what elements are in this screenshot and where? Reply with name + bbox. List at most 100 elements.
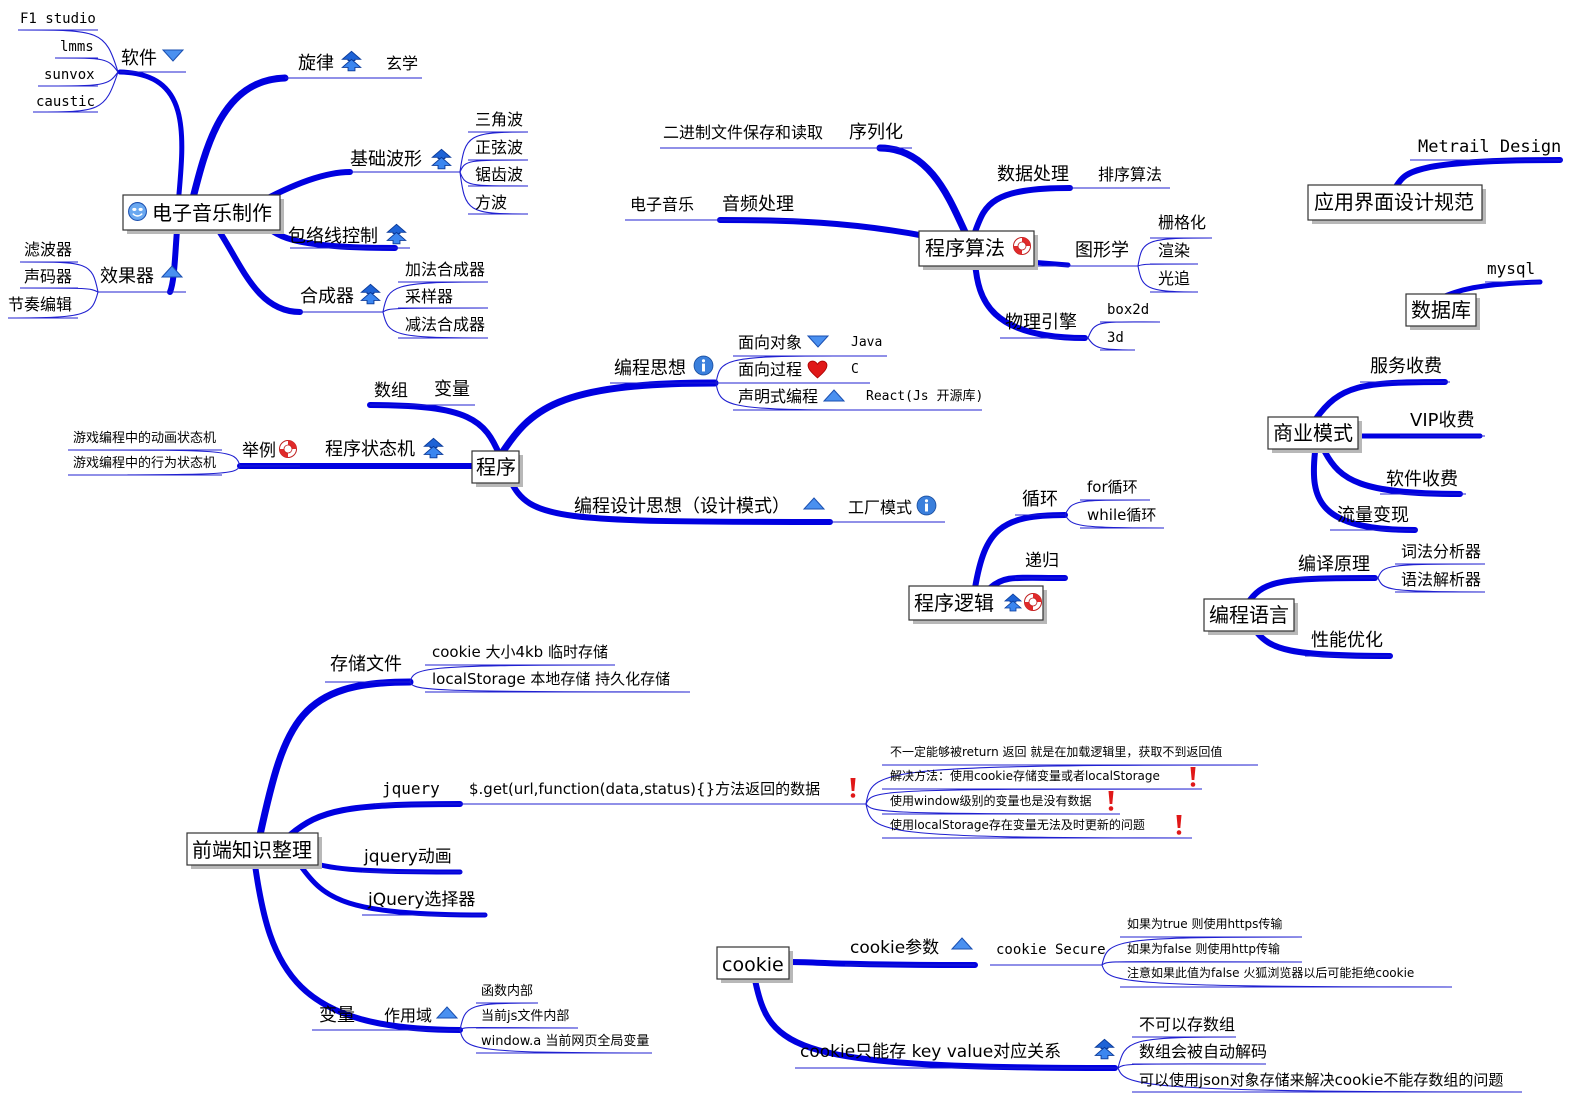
graphics-item[interactable]: 渲染 (1158, 241, 1190, 260)
root-node-logic[interactable]: 程序逻辑 (908, 585, 1047, 624)
cookie-secure[interactable]: cookie Secure (996, 942, 1106, 958)
root-label-database: 数据库 (1411, 298, 1471, 322)
thinking-item[interactable]: 面向对象 (738, 333, 802, 352)
topic-physics[interactable]: 物理引擎 (1005, 312, 1077, 333)
software-item[interactable]: F1 studio (20, 11, 96, 27)
topic-effects[interactable]: 效果器 (100, 266, 154, 287)
secure-item[interactable]: 如果为true 则使用https传输 (1127, 916, 1282, 931)
jquery-note[interactable]: 解决方法：使用cookie存储变量或者localStorage (890, 768, 1160, 783)
melody-child[interactable]: 玄学 (386, 54, 418, 73)
business-item[interactable]: 流量变现 (1337, 505, 1409, 526)
kv-item[interactable]: 数组会被自动解码 (1139, 1042, 1267, 1061)
loop-item[interactable]: while循环 (1087, 506, 1156, 524)
waveform-item[interactable]: 锯齿波 (475, 165, 523, 184)
topic-thinking[interactable]: 编程思想 (614, 358, 686, 379)
jquery-note[interactable]: 使用window级别的变量也是没有数据 (890, 793, 1092, 808)
root-node-algo[interactable]: 程序算法 (918, 230, 1038, 270)
root-node-music[interactable]: 电子音乐制作 (122, 194, 284, 234)
kv-item[interactable]: 可以使用json对象存储来解决cookie不能存数组的问题 (1139, 1071, 1503, 1089)
topic-cookie-params[interactable]: cookie参数 (850, 938, 939, 958)
topic-loop[interactable]: 循环 (1022, 489, 1058, 510)
serialize-child[interactable]: 二进制文件保存和读取 (663, 123, 823, 142)
thinking-item-child[interactable]: C (851, 362, 859, 377)
topic-audio[interactable]: 音频处理 (722, 194, 794, 215)
physics-item[interactable]: box2d (1107, 302, 1149, 318)
software-item[interactable]: sunvox (44, 67, 95, 83)
topic-jquery-anim[interactable]: jquery动画 (363, 847, 452, 867)
topic-variable[interactable]: 变量 (434, 379, 470, 400)
state-machine-item[interactable]: 游戏编程中的行为状态机 (73, 455, 216, 471)
effects-item[interactable]: 滤波器 (24, 240, 72, 259)
topic-melody[interactable]: 旋律 (298, 53, 334, 74)
effects-item[interactable]: 节奏编辑 (8, 295, 72, 314)
scope-item[interactable]: 函数内部 (481, 983, 533, 999)
jquery-note[interactable]: 不一定能够被return 返回 就是在加载逻辑里，获取不到返回值 (890, 744, 1222, 759)
topic-array[interactable]: 数组 (374, 381, 408, 401)
topic-serialize[interactable]: 序列化 (849, 122, 903, 143)
jquery-get[interactable]: $.get(url,function(data,status){}方法返回的数据 (469, 780, 820, 798)
software-item[interactable]: caustic (36, 94, 95, 110)
topic-scope[interactable]: 作用域 (384, 1006, 432, 1025)
business-item[interactable]: 服务收费 (1370, 356, 1442, 377)
software-item[interactable]: lmms (60, 39, 94, 55)
waveform-item[interactable]: 三角波 (475, 110, 523, 129)
synth-item[interactable]: 减法合成器 (405, 315, 485, 334)
storage-item[interactable]: cookie 大小4kb 临时存储 (432, 643, 608, 661)
thinking-item-child[interactable]: React(Js 开源库) (866, 388, 983, 404)
topic-state-machine[interactable]: 程序状态机 (325, 439, 415, 460)
thinking-item[interactable]: 面向过程 (738, 360, 802, 379)
topic-jquery-selector[interactable]: jQuery选择器 (367, 890, 475, 910)
synth-item[interactable]: 采样器 (405, 287, 453, 306)
topic-synth[interactable]: 合成器 (300, 286, 354, 307)
graphics-item[interactable]: 栅格化 (1158, 213, 1206, 232)
root-node-database[interactable]: 数据库 (1405, 293, 1480, 330)
topic-graphics[interactable]: 图形学 (1075, 240, 1129, 261)
ui-spec-branch: Metrail Design mysql (1418, 137, 1561, 278)
secure-item[interactable]: 注意如果此值为false 火狐浏览器以后可能拒绝cookie (1127, 965, 1414, 980)
thinking-item[interactable]: 声明式编程 (738, 387, 818, 406)
root-node-cookie[interactable]: cookie (716, 946, 793, 983)
audio-child[interactable]: 电子音乐 (630, 195, 694, 214)
effects-item[interactable]: 声码器 (24, 267, 72, 286)
kv-item[interactable]: 不可以存数组 (1139, 1015, 1235, 1034)
compile-item[interactable]: 词法分析器 (1401, 542, 1481, 561)
physics-item[interactable]: 3d (1107, 330, 1124, 346)
topic-data-processing[interactable]: 数据处理 (997, 164, 1069, 185)
state-machine-item[interactable]: 游戏编程中的动画状态机 (73, 430, 216, 446)
topic-fe-variable[interactable]: 变量 (319, 1005, 355, 1026)
synth-item[interactable]: 加法合成器 (405, 260, 485, 279)
topic-jquery[interactable]: jquery (382, 779, 440, 798)
data-processing-child[interactable]: 排序算法 (1098, 165, 1162, 184)
topic-example[interactable]: 举例 (242, 441, 276, 461)
topic-compile[interactable]: 编译原理 (1298, 554, 1370, 575)
topic-software[interactable]: 软件 (121, 48, 157, 69)
scope-item[interactable]: window.a 当前网页全局变量 (481, 1033, 649, 1049)
root-node-frontend[interactable]: 前端知识整理 (186, 832, 322, 869)
topic-cookie-kv[interactable]: cookie只能存 key value对应关系 (800, 1042, 1061, 1062)
database-child[interactable]: mysql (1487, 259, 1535, 278)
topic-perf[interactable]: 性能优化 (1311, 630, 1383, 651)
jquery-note[interactable]: 使用localStorage存在变量无法及时更新的问题 (890, 817, 1145, 832)
ui-spec-child[interactable]: Metrail Design (1418, 137, 1561, 157)
root-node-ui-spec[interactable]: 应用界面设计规范 (1307, 184, 1486, 224)
design-child[interactable]: 工厂模式 (848, 498, 912, 517)
business-item[interactable]: 软件收费 (1386, 469, 1458, 490)
topic-design[interactable]: 编程设计思想（设计模式） (574, 496, 790, 517)
topic-storage[interactable]: 存储文件 (330, 654, 402, 675)
topic-recursion[interactable]: 递归 (1025, 551, 1059, 571)
waveform-item[interactable]: 正弦波 (475, 138, 523, 157)
thinking-item-child[interactable]: Java (851, 335, 882, 350)
storage-item[interactable]: localStorage 本地存储 持久化存储 (432, 670, 670, 688)
secure-item[interactable]: 如果为false 则使用http传输 (1127, 941, 1280, 956)
scope-item[interactable]: 当前js文件内部 (481, 1008, 569, 1024)
business-item[interactable]: VIP收费 (1410, 410, 1474, 431)
root-node-program[interactable]: 程序 (471, 450, 523, 487)
compile-item[interactable]: 语法解析器 (1401, 570, 1481, 589)
root-node-business[interactable]: 商业模式 (1267, 416, 1362, 453)
graphics-item[interactable]: 光追 (1158, 269, 1190, 288)
topic-waveforms[interactable]: 基础波形 (350, 149, 422, 170)
loop-item[interactable]: for循环 (1087, 478, 1138, 496)
root-node-lang[interactable]: 编程语言 (1203, 598, 1298, 635)
waveform-item[interactable]: 方波 (475, 193, 507, 212)
topic-envelope[interactable]: 包络线控制 (288, 226, 378, 247)
